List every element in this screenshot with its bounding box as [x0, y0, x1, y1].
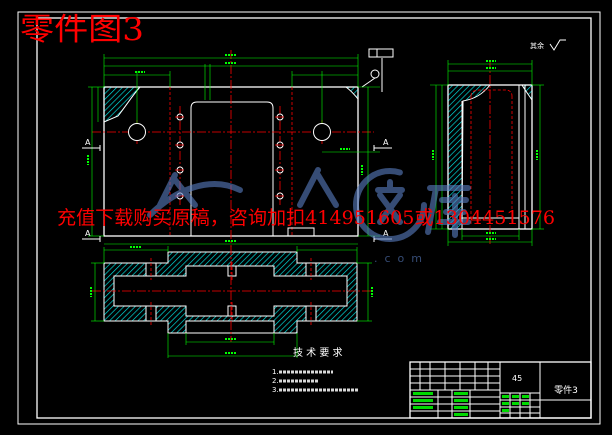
datum-circle — [370, 69, 380, 79]
side-view — [447, 60, 533, 244]
leader-line — [361, 77, 376, 88]
watermark-text: 充值下载购买原稿，咨询加扣414951605或1304451576 — [57, 207, 555, 229]
section-mark-label: A — [85, 229, 91, 238]
tech-requirement-number: 2. — [272, 377, 279, 385]
title-block-cell-text-mark — [454, 392, 468, 395]
section-hole — [227, 265, 237, 277]
tech-requirement-number: 3. — [272, 386, 279, 394]
tech-requirement-number: 1. — [272, 368, 279, 376]
logo-figure-icon — [157, 172, 198, 208]
title-block-cell-text-mark — [454, 413, 468, 416]
surface-roughness-note: 其余 — [530, 41, 544, 50]
section-view-a-a — [92, 246, 372, 342]
logo-glyph — [425, 185, 471, 238]
logo-domain: .com — [374, 252, 429, 265]
bottom-recess — [185, 320, 275, 334]
title-block-cell-text-mark — [454, 406, 468, 409]
title-block-part-name: 零件3 — [554, 384, 578, 396]
title-block-cell-text-mark — [502, 395, 509, 398]
outer-border — [17, 11, 601, 425]
hatched-corner — [344, 86, 359, 101]
inner-frame — [36, 17, 592, 419]
top-view — [92, 48, 394, 247]
section-mark-label: A — [383, 229, 389, 238]
roughness-symbol-icon — [549, 39, 566, 51]
title-block-cell-text-mark — [522, 402, 529, 405]
drawing-frame — [17, 11, 601, 425]
title-block-material: 45 — [512, 374, 522, 383]
section-view-dimensions — [90, 246, 373, 358]
tolerance-frame — [287, 227, 315, 237]
hatched-corner — [103, 86, 142, 123]
drawing-title: 零件图3 — [20, 12, 144, 48]
title-block-cell-text-mark — [413, 399, 433, 402]
drawing-labels: A A A A 其余 45 零件3 — [85, 39, 578, 396]
logo-figure-icon — [297, 167, 339, 208]
title-block-cell-text-mark — [502, 402, 509, 405]
top-view-dimensions — [87, 54, 380, 245]
title-block — [409, 361, 592, 419]
section-mark-label: A — [383, 138, 389, 147]
large-hole — [313, 123, 331, 141]
hatched-corner — [521, 84, 533, 102]
title-block-cell-text-mark — [512, 395, 519, 398]
section-hole — [227, 305, 237, 317]
logo-ring — [353, 168, 427, 242]
tolerance-frame — [368, 48, 394, 58]
center-window-outline — [190, 101, 274, 236]
tech-requirements-heading: 技 术 要 求 — [293, 346, 343, 359]
title-block-cell-text-mark — [413, 406, 433, 409]
title-block-cell-text-mark — [502, 409, 509, 412]
watermark-logo: .com — [147, 167, 471, 265]
technical-requirements: 技 术 要 求 1. 2. 3. — [272, 346, 358, 394]
large-hole — [128, 123, 146, 141]
section-mark-label: A — [85, 138, 91, 147]
logo-glyph — [375, 179, 405, 225]
side-view-dimensions — [430, 60, 544, 246]
title-block-cell-text-mark — [413, 392, 433, 395]
title-block-cell-text-mark — [512, 402, 519, 405]
title-block-cell-text-mark — [522, 395, 529, 398]
title-block-cell-text-mark — [454, 399, 468, 402]
